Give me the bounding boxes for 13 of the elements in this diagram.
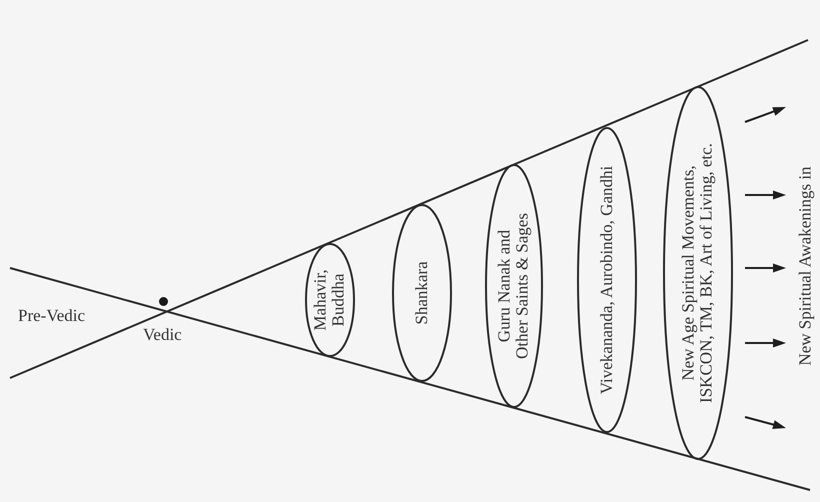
era-ellipse xyxy=(577,127,637,433)
era-label: Pre-Vedic xyxy=(18,307,86,326)
era-ellipse xyxy=(392,204,452,382)
ellipse-label: Mahavir, Buddha xyxy=(312,268,348,332)
era-ellipse xyxy=(305,243,355,357)
ellipse-label: New Age Spiritual Movements, ISKCON, TM, BK, Art of Living, etc. xyxy=(680,142,716,404)
era-label: Vedic xyxy=(143,326,182,345)
ellipse-label: Guru Nanak and Other Saints & Sages xyxy=(496,212,532,360)
ellipse-label: Vivekananda, Aurobindo, Gandhi xyxy=(598,164,616,396)
ellipse-label: Shankara xyxy=(412,260,432,326)
era-ellipse xyxy=(663,86,733,460)
side-label: New Spiritual Awakenings in xyxy=(796,166,816,366)
era-ellipse xyxy=(485,164,543,408)
